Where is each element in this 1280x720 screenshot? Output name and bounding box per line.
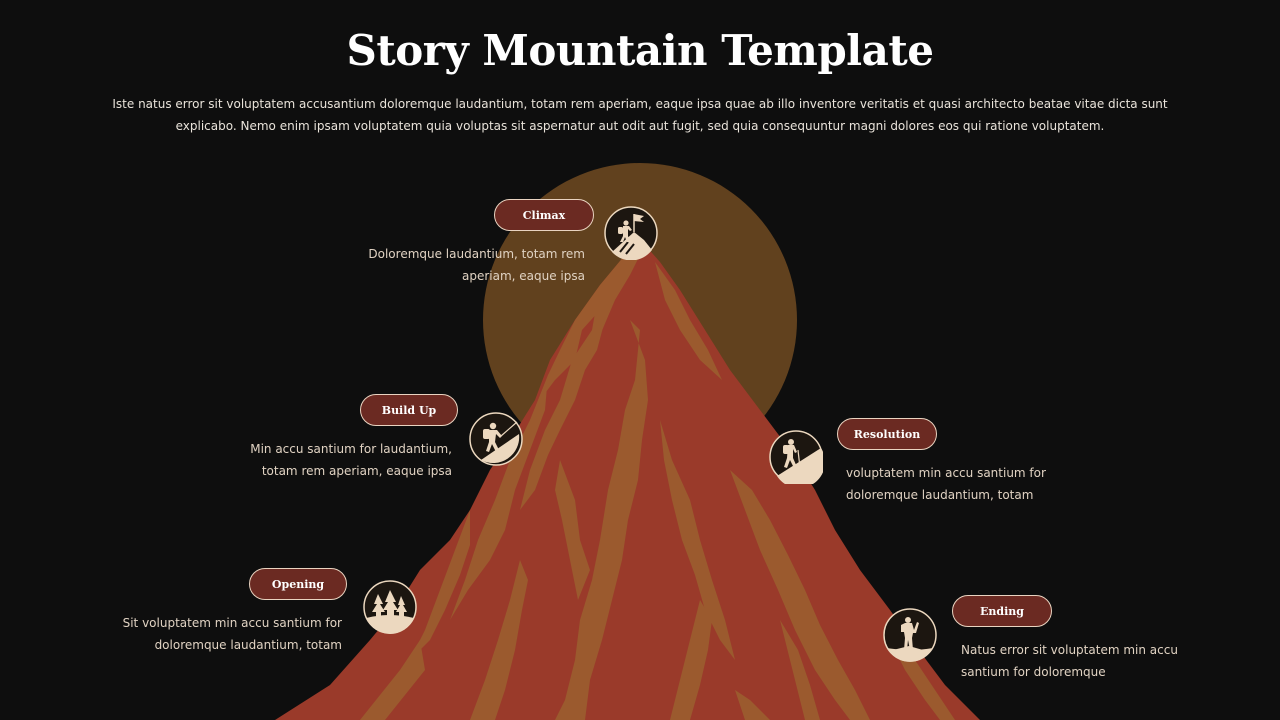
- stage-text-opening: Sit voluptatem min accu santium for dolo…: [122, 616, 342, 652]
- page-title: Story Mountain Template: [346, 26, 934, 75]
- stage-text-build-up: Min accu santium for laudantium, totam r…: [250, 442, 452, 478]
- stage-pill-opening: Opening: [249, 568, 347, 600]
- stage-pill-build-up: Build Up: [360, 394, 458, 426]
- trees-icon: [363, 580, 417, 634]
- stage-pill-climax: Climax: [494, 199, 594, 231]
- stage-text-ending: Natus error sit voluptatem min accu sant…: [961, 643, 1178, 679]
- hiker-standing-icon: [883, 608, 937, 662]
- mountain-ridges: [360, 245, 955, 720]
- page-subtitle: Iste natus error sit voluptatem accusant…: [112, 97, 1168, 133]
- stage-text-resolution: voluptatem min accu santium for doloremq…: [846, 466, 1046, 502]
- hiker-descending-icon: [769, 430, 823, 484]
- stage-pill-ending: Ending: [952, 595, 1052, 627]
- stage-pill-resolution: Resolution: [837, 418, 937, 450]
- stage-text-climax: Doloremque laudantium, totam rem aperiam…: [368, 247, 585, 283]
- summit-flag-icon: [604, 206, 658, 260]
- climber-icon: [469, 412, 523, 466]
